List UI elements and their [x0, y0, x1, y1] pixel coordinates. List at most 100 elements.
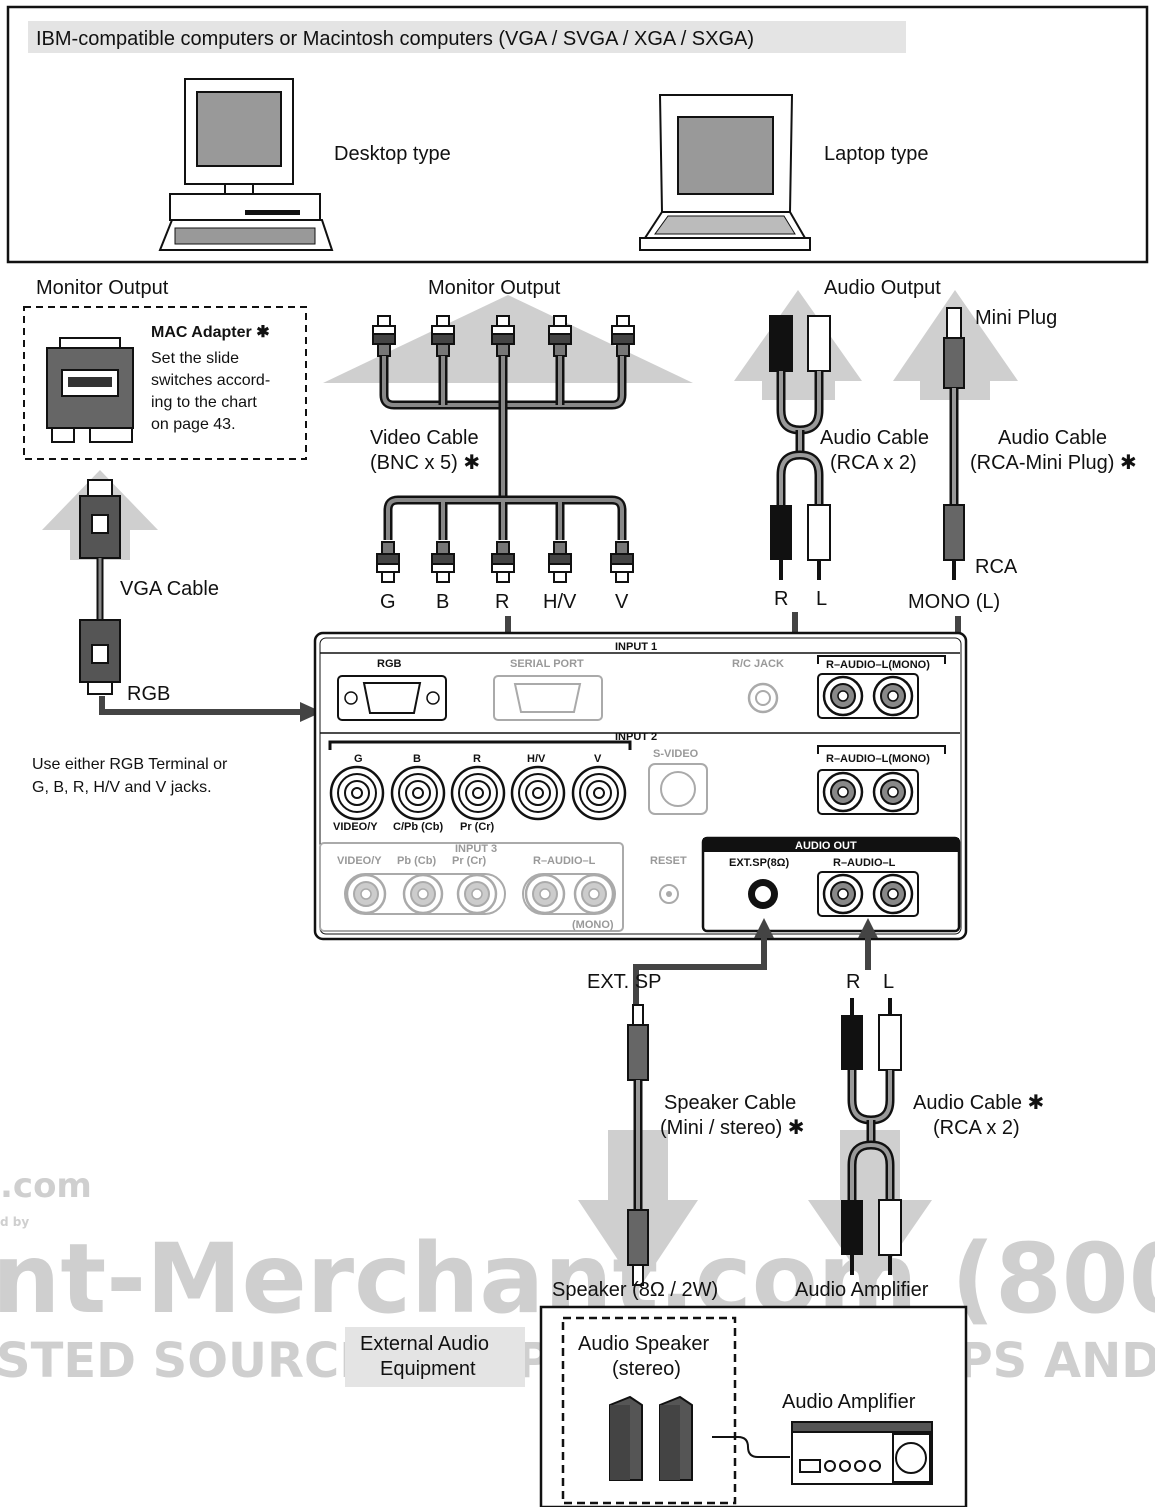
serial-port	[493, 675, 603, 721]
audio-amplifier-box-label: Audio Amplifier	[782, 1391, 916, 1413]
vga-cable-label: VGA Cable	[120, 578, 219, 600]
bnc-label-b: B	[436, 591, 449, 613]
ext-sp-jack[interactable]	[748, 879, 778, 909]
panel-input3-videoy: VIDEO/Y	[337, 855, 382, 867]
audio-in1-l-jack[interactable]	[872, 675, 914, 717]
bnc-jack-hv[interactable]	[510, 765, 566, 821]
panel-input3-audio: R–AUDIO–L	[533, 855, 596, 867]
watermark-line1: .com	[0, 1166, 92, 1206]
panel-audio-in2: R–AUDIO–L(MONO)	[826, 753, 930, 765]
speaker-label: Speaker (8Ω / 2W)	[552, 1279, 718, 1301]
audio-speaker-box	[561, 1316, 737, 1505]
mac-adapter-line3: ing to the chart	[151, 394, 257, 411]
bnc-label-hv: H/V	[543, 591, 577, 613]
audio-in2-r-jack[interactable]	[822, 771, 864, 813]
mac-adapter-icon	[46, 337, 134, 443]
laptop-label: Laptop type	[824, 143, 929, 165]
use-either-line1: Use either RGB Terminal or	[32, 756, 228, 773]
audio-cable-mini-line1: Audio Cable	[998, 427, 1107, 449]
audio-speaker-line2: (stereo)	[612, 1358, 681, 1380]
projector-panel: INPUT 1 RGB SERIAL PORT R/C JACK R–AUDIO…	[313, 631, 968, 941]
rgb-cable-label: RGB	[127, 683, 170, 705]
audio-cable-rca-line1: Audio Cable	[820, 427, 929, 449]
audio-in1-r-jack[interactable]	[822, 675, 864, 717]
panel-reset: RESET	[650, 855, 687, 867]
desktop-label: Desktop type	[334, 143, 451, 165]
mac-adapter-line4: on page 43.	[151, 416, 236, 433]
panel-jack-r: R	[473, 753, 481, 765]
audio-cable-out-icon	[841, 998, 902, 1275]
r-label-bottom: R	[846, 971, 860, 993]
panel-audio-in1: R–AUDIO–L(MONO)	[826, 659, 930, 671]
audio-out-r-jack[interactable]	[822, 873, 864, 915]
laptop-computer-icon	[639, 94, 811, 251]
amp-down-arrow	[808, 1130, 932, 1290]
panel-jack-hv: H/V	[527, 753, 546, 765]
computers-heading: IBM-compatible computers or Macintosh co…	[36, 28, 754, 50]
bnc-cable-icon	[372, 315, 635, 583]
rc-jack	[747, 682, 779, 714]
bnc-label-g: G	[380, 591, 396, 613]
panel-jack-cpb: C/Pb (Cb)	[393, 821, 443, 833]
external-audio-label-bg	[345, 1327, 525, 1387]
panel-audio-out: AUDIO OUT	[795, 840, 857, 852]
s-video-port	[648, 763, 708, 815]
panel-jack-v: V	[594, 753, 602, 765]
bnc-jack-g[interactable]	[329, 765, 385, 821]
audio-cable-mini-line2: (RCA-Mini Plug) ✱	[970, 452, 1137, 474]
panel-jack-g: G	[354, 753, 363, 765]
panel-s-video: S-VIDEO	[653, 748, 699, 760]
mini-plug-label: Mini Plug	[975, 307, 1057, 329]
audio-cable-out-line2: (RCA x 2)	[933, 1117, 1020, 1139]
panel-serial-port: SERIAL PORT	[510, 658, 584, 670]
panel-ext-sp: EXT.SP(8Ω)	[729, 857, 790, 869]
panel-mono: (MONO)	[572, 919, 614, 931]
rca-up-arrow	[734, 290, 862, 400]
ext-sp-label: EXT. SP	[587, 971, 661, 993]
audio-speaker-line1: Audio Speaker	[578, 1333, 710, 1355]
l-label-top: L	[816, 588, 827, 610]
panel-rgb: RGB	[377, 658, 402, 670]
vga-cable-icon	[79, 479, 121, 695]
panel-input1: INPUT 1	[615, 641, 657, 653]
audio-cable-rca-line2: (RCA x 2)	[830, 452, 917, 474]
audio-amplifier-top-label: Audio Amplifier	[795, 1279, 929, 1301]
rca-cable-icon	[769, 315, 831, 580]
panel-audio-out-rl: R–AUDIO–L	[833, 857, 896, 869]
panel-jack-pr: Pr (Cr)	[460, 821, 495, 833]
panel-input3: INPUT 3	[455, 843, 497, 855]
panel-rc-jack: R/C JACK	[732, 658, 784, 670]
amplifier-icon	[791, 1421, 933, 1485]
r-label-top: R	[774, 588, 788, 610]
external-audio-line1: External Audio	[360, 1333, 489, 1355]
mono-l-label: MONO (L)	[908, 591, 1000, 613]
audio-output-label: Audio Output	[824, 277, 941, 299]
panel-jack-b: B	[413, 753, 421, 765]
audio-out-l-jack[interactable]	[872, 873, 914, 915]
panel-input3-pb: Pb (Cb)	[397, 855, 436, 867]
bnc-jack-v[interactable]	[571, 765, 627, 821]
mac-adapter-title: MAC Adapter ✱	[151, 324, 270, 341]
panel-jack-videoy: VIDEO/Y	[333, 821, 378, 833]
bnc-label-v: V	[615, 591, 629, 613]
mini-plug-cable-icon	[943, 307, 965, 580]
audio-cable-out-line1: Audio Cable ✱	[913, 1092, 1044, 1114]
speaker-cable-line2: (Mini / stereo) ✱	[660, 1117, 805, 1139]
desktop-computer-icon	[158, 78, 334, 251]
bnc-jack-b[interactable]	[390, 765, 446, 821]
use-either-line2: G, B, R, H/V and V jacks.	[32, 779, 212, 796]
computers-heading-bg	[28, 21, 906, 53]
monitor-output-center: Monitor Output	[428, 277, 561, 299]
watermark-small: d by	[0, 1215, 29, 1229]
monitor-output-left: Monitor Output	[36, 277, 169, 299]
bnc-label-r: R	[495, 591, 509, 613]
speaker-cable-line1: Speaker Cable	[664, 1092, 796, 1114]
audio-in2-l-jack[interactable]	[872, 771, 914, 813]
rgb-port[interactable]	[337, 675, 447, 721]
mac-adapter-line1: Set the slide	[151, 350, 239, 367]
panel-input3-pr: Pr (Cr)	[452, 855, 487, 867]
bnc-jack-r[interactable]	[450, 765, 506, 821]
external-audio-line2: Equipment	[380, 1358, 476, 1380]
rgb-arrow	[99, 696, 305, 715]
